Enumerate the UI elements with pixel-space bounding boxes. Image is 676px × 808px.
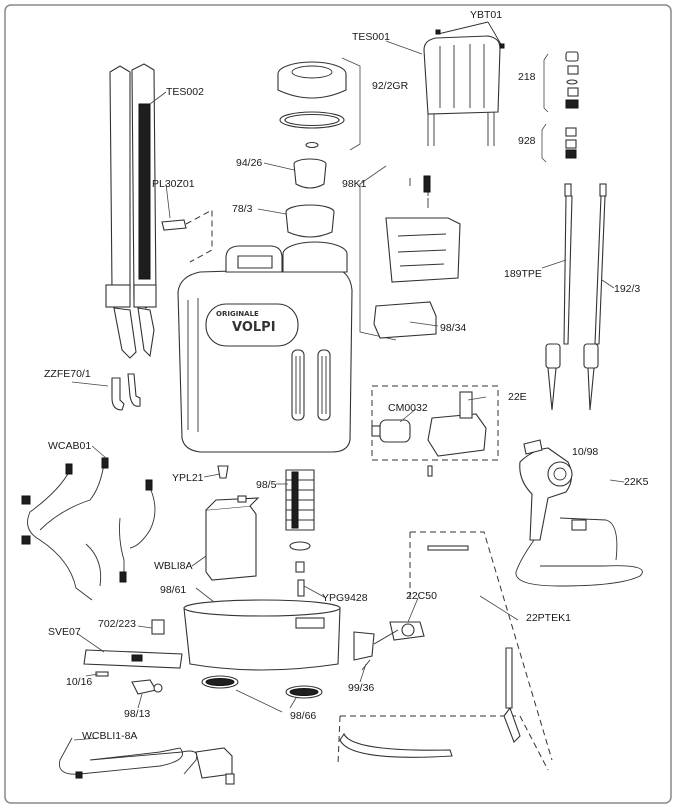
wiring-harness (21, 457, 156, 601)
rings-98-66 (201, 675, 323, 713)
tank (177, 241, 353, 453)
pump-motor (371, 391, 487, 457)
base-tray (183, 599, 341, 671)
lances (545, 183, 607, 411)
filter-98-5 (285, 469, 315, 551)
pump-group-box (371, 385, 499, 461)
ypg9428-valve (295, 561, 305, 597)
shoulder-strap (105, 63, 157, 359)
battery (205, 495, 260, 581)
ypl21-plug (217, 465, 229, 479)
pl30z01-clip (161, 219, 187, 231)
diagram-frame (4, 4, 672, 804)
backrest (423, 21, 505, 146)
trigger-handle (515, 439, 643, 587)
nozzle-parts-218-928 (541, 51, 579, 163)
telescopic-lance-kit (337, 531, 553, 771)
board-sve07 (83, 649, 183, 695)
regulator-22c50 (353, 621, 425, 671)
filler-cap-stack (277, 57, 361, 238)
zzfe70-hooks (111, 373, 141, 411)
charger (58, 737, 235, 785)
pl30z01-guide (185, 209, 213, 263)
pump-bracket-98k1 (359, 165, 461, 341)
leader-lines (71, 40, 625, 741)
pump-screw (427, 465, 433, 477)
battery-cover-98-34 (373, 301, 437, 339)
switch-702-223 (151, 619, 165, 635)
